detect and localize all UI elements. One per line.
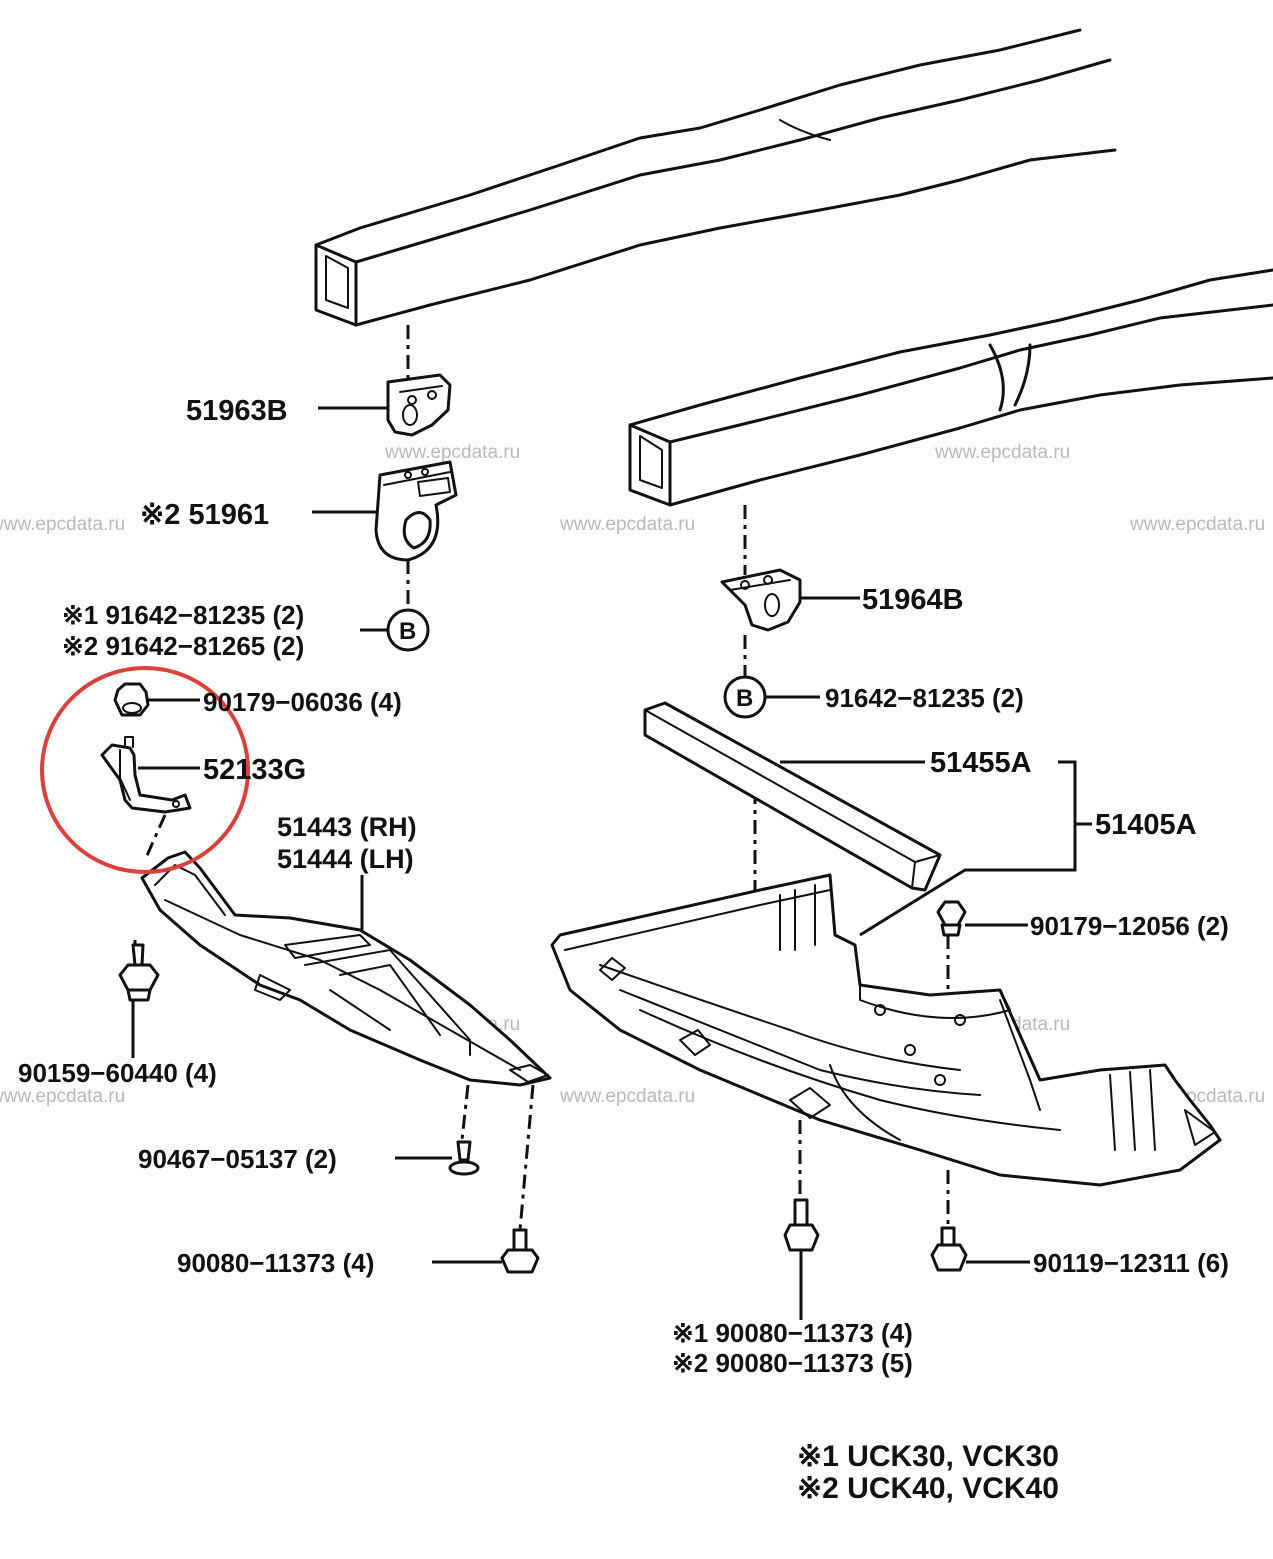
part-label-51963b: 51963B — [186, 395, 288, 427]
part-labels: 51963B ※2 51961 ※1 91642−81235 (2) ※2 91… — [18, 395, 1229, 1378]
watermark: www.epcdata.ru — [934, 442, 1070, 463]
side-cover-51443 — [140, 850, 552, 1087]
bolt-90080-11373 — [500, 1228, 540, 1274]
model-notes: ※1 UCK30, VCK30 ※2 UCK40, VCK40 — [797, 1440, 1059, 1505]
watermark: www.epcdata.ru — [1129, 514, 1265, 535]
bolt-90080-11373-bottom — [783, 1198, 820, 1252]
part-label-90080-11373-bottom-2: ※2 90080−11373 (5) — [672, 1348, 913, 1378]
part-label-90467-05137: 90467−05137 (2) — [138, 1144, 337, 1174]
part-label-90080-11373-bottom-1: ※1 90080−11373 (4) — [672, 1318, 913, 1348]
part-label-51964b: 51964B — [862, 584, 964, 616]
part-label-51443: 51443 (RH) — [277, 812, 417, 842]
frame-rail-right — [628, 268, 1273, 507]
model-note-2: ※2 UCK40, VCK40 — [797, 1472, 1059, 1505]
highlight-circle — [40, 666, 250, 874]
part-label-51961: ※2 51961 — [140, 499, 269, 531]
part-label-90119-12311: 90119−12311 (6) — [1033, 1248, 1229, 1278]
spacer-51455a — [643, 701, 942, 892]
bracket-51964b — [720, 568, 802, 632]
frame-rail-left — [314, 28, 1117, 327]
part-label-52133g: 52133G — [203, 754, 306, 786]
under-cover-51405a — [550, 873, 1222, 1187]
model-note-1: ※1 UCK30, VCK30 — [797, 1440, 1059, 1473]
hanger-51961 — [374, 460, 458, 562]
ref-bubble-b: B — [723, 675, 767, 719]
guide-line — [143, 814, 167, 861]
part-label-91642-81265: ※2 91642−81265 (2) — [62, 631, 304, 661]
part-label-91642-81235: ※1 91642−81235 (2) — [62, 600, 304, 630]
part-label-51405a: 51405A — [1095, 809, 1197, 841]
guide-line — [460, 1084, 470, 1141]
part-label-90179-06036: 90179−06036 (4) — [203, 687, 402, 717]
nut-90179-12056 — [936, 900, 967, 937]
ref-bubble-letter: B — [736, 685, 753, 712]
part-label-90159-60440: 90159−60440 (4) — [18, 1058, 217, 1088]
bolt-90119-12311 — [930, 1226, 968, 1272]
bracket-52133g — [100, 736, 192, 814]
guide-line — [518, 1084, 535, 1231]
part-label-51444: 51444 (LH) — [277, 844, 414, 874]
watermark: www.epcdata.ru — [0, 1086, 125, 1107]
part-label-90179-12056: 90179−12056 (2) — [1030, 911, 1229, 941]
bracket-51963b — [386, 373, 452, 437]
watermark: www.epcdata.ru — [384, 442, 520, 463]
nut-90179-06036 — [113, 682, 150, 717]
ref-bubble-letter: B — [399, 618, 416, 645]
watermark: www.epcdata.ru — [559, 1086, 695, 1107]
watermark: www.epcdata.ru — [0, 514, 125, 535]
ref-bubble-b: B — [386, 608, 430, 652]
part-label-51455a: 51455A — [930, 747, 1032, 779]
part-label-90080-11373: 90080−11373 (4) — [177, 1248, 374, 1278]
leader-lines — [131, 406, 1092, 1320]
watermark: www.epcdata.ru — [559, 514, 695, 535]
bolt-90159-60440 — [118, 943, 160, 1002]
part-label-91642-81235-right: 91642−81235 (2) — [825, 683, 1024, 713]
clip-90467-05137 — [448, 1140, 480, 1176]
